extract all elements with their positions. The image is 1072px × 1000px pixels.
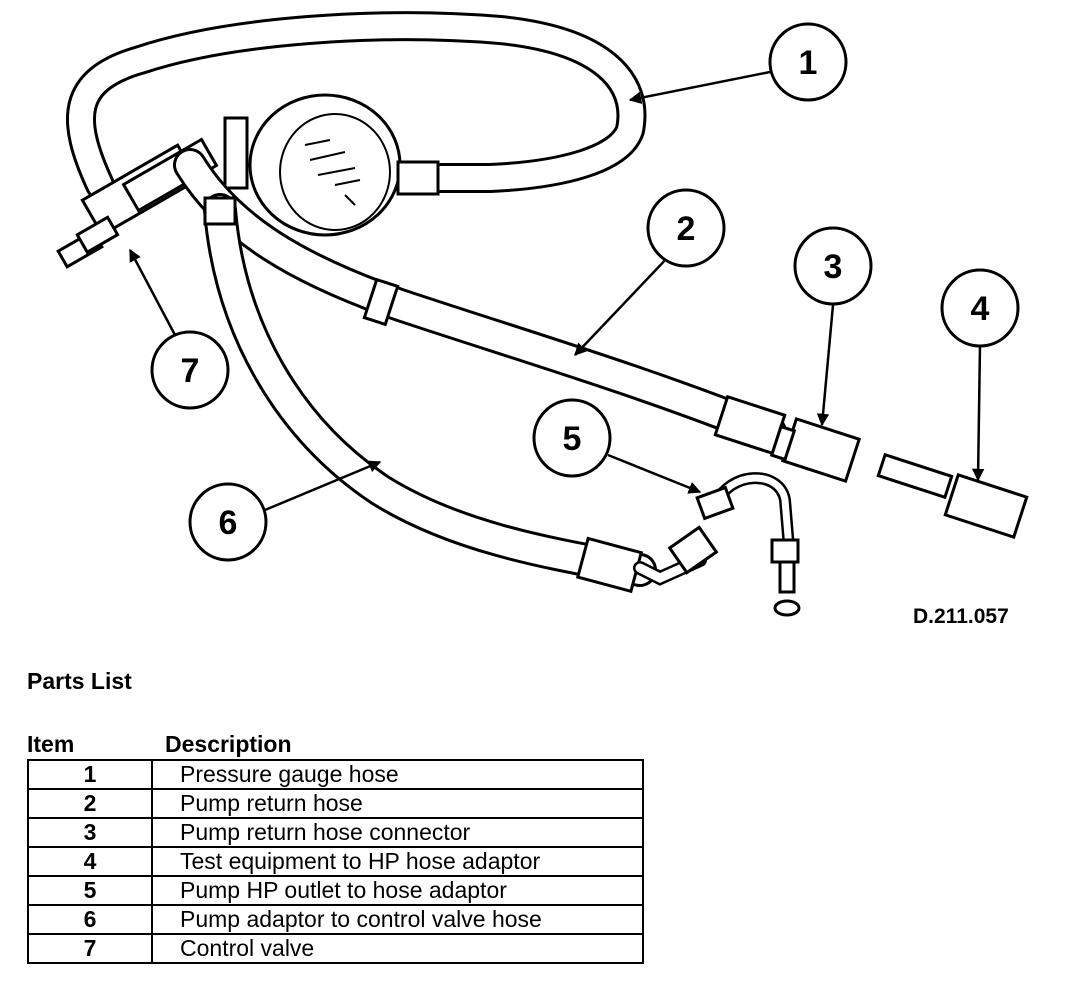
table-row: 7 Control valve	[27, 933, 644, 964]
parts-list-header: Item Description	[27, 731, 627, 759]
diagram-reference-code: D.211.057	[913, 605, 1009, 628]
item-description: Pump return hose	[151, 788, 644, 819]
item-number: 7	[27, 933, 153, 964]
callout-5: 5	[532, 398, 612, 478]
pump-return-hose-connector	[769, 416, 862, 484]
item-number: 5	[27, 875, 153, 906]
callout-4: 4	[940, 268, 1020, 348]
svg-text:6: 6	[219, 504, 238, 542]
table-row: 1 Pressure gauge hose	[27, 759, 644, 790]
callout-1: 1	[768, 22, 848, 102]
item-description: Pump adaptor to control valve hose	[151, 904, 644, 935]
parts-list-table: 1 Pressure gauge hose 2 Pump return hose…	[27, 759, 644, 964]
item-description: Pressure gauge hose	[151, 759, 644, 790]
item-description: Pump HP outlet to hose adaptor	[151, 875, 644, 906]
power-steering-test-kit-diagram: 1 2 3 4 5 6 7	[56, 11, 1029, 617]
item-number: 2	[27, 788, 153, 819]
item-number: 1	[27, 759, 153, 790]
header-description: Description	[165, 731, 292, 757]
svg-text:3: 3	[824, 248, 843, 286]
callout-6: 6	[188, 482, 268, 562]
header-item: Item	[27, 731, 75, 757]
pressure-gauge	[223, 93, 440, 237]
svg-text:5: 5	[563, 420, 582, 458]
callout-7: 7	[150, 330, 230, 410]
pump-return-hose	[173, 148, 787, 456]
table-row: 4 Test equipment to HP hose adaptor	[27, 846, 644, 877]
item-number: 6	[27, 904, 153, 935]
callout-3: 3	[793, 226, 873, 306]
table-row: 3 Pump return hose connector	[27, 817, 644, 848]
svg-text:4: 4	[971, 290, 990, 328]
item-number: 4	[27, 846, 153, 877]
pump-hp-outlet-hose-adaptor	[695, 472, 801, 617]
pump-adaptor-control-valve-hose	[203, 193, 719, 594]
table-row: 2 Pump return hose	[27, 788, 644, 819]
table-row: 6 Pump adaptor to control valve hose	[27, 904, 644, 935]
svg-text:1: 1	[799, 44, 818, 82]
svg-text:7: 7	[181, 352, 200, 390]
item-description: Control valve	[151, 933, 644, 964]
parts-list-title: Parts List	[27, 668, 132, 694]
item-description: Test equipment to HP hose adaptor	[151, 846, 644, 877]
item-number: 3	[27, 817, 153, 848]
test-equipment-hp-hose-adaptor	[876, 452, 1029, 539]
pressure-gauge-hose	[66, 11, 647, 200]
callout-2: 2	[646, 188, 726, 268]
item-description: Pump return hose connector	[151, 817, 644, 848]
table-row: 5 Pump HP outlet to hose adaptor	[27, 875, 644, 906]
leader-lines	[128, 70, 985, 512]
svg-text:2: 2	[677, 210, 696, 248]
